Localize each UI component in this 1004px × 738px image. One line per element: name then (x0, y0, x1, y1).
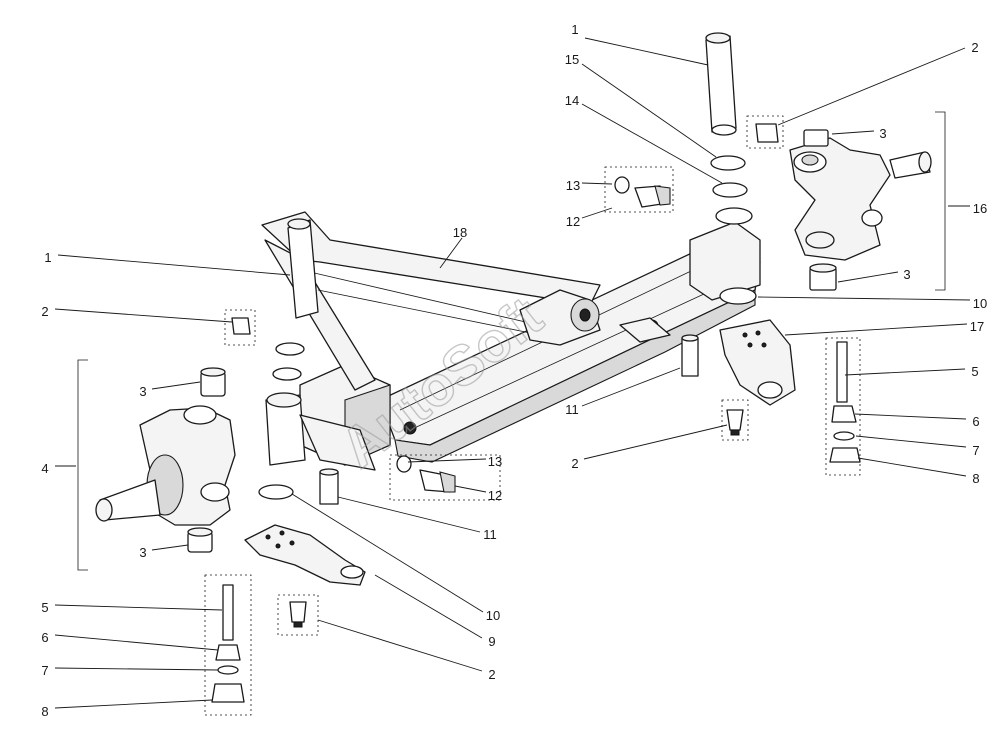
callout-5: 5 (41, 600, 48, 615)
king-pin-right (705, 32, 737, 136)
callout-5: 5 (971, 364, 978, 379)
callout-3: 3 (139, 384, 146, 399)
leader-line-14 (581, 103, 723, 184)
leader-line-17 (784, 323, 968, 336)
leader-line-3 (151, 544, 189, 551)
leader-line-7 (54, 667, 219, 671)
leader-line-18 (439, 237, 463, 269)
steering-arm-right (719, 319, 796, 406)
callout-8: 8 (972, 471, 979, 486)
leader-line-3 (151, 381, 201, 390)
callout-13: 13 (488, 454, 502, 469)
callout-3: 3 (139, 545, 146, 560)
leader-line-5 (54, 604, 223, 611)
leader-line-3 (837, 271, 899, 283)
callout-6: 6 (41, 630, 48, 645)
callout-2: 2 (41, 304, 48, 319)
leader-line-11 (337, 496, 481, 533)
callout-11: 11 (483, 527, 497, 542)
washer-14 (712, 182, 748, 198)
leader-line-10 (291, 493, 484, 613)
callout-3: 3 (903, 267, 910, 282)
callout-18: 18 (453, 225, 467, 240)
callout-11: 11 (565, 402, 579, 417)
leader-line-1 (584, 37, 709, 66)
callout-2: 2 (571, 456, 578, 471)
washer-15 (710, 155, 746, 171)
leader-line-1 (57, 254, 291, 276)
callout-2: 2 (971, 40, 978, 55)
radius-arm-frame (261, 211, 671, 391)
callout-7: 7 (41, 663, 48, 678)
callout-1: 1 (571, 22, 578, 37)
callout-2: 2 (488, 667, 495, 682)
callout-16: 16 (973, 201, 987, 216)
callout-leaders (54, 37, 971, 709)
bracket-16 (935, 111, 946, 291)
bolt-12-right (604, 166, 674, 213)
leader-line-10 (757, 296, 971, 301)
knuckle-left (95, 309, 256, 553)
callout-12: 12 (566, 214, 580, 229)
bracket-4 (77, 359, 88, 571)
callout-3: 3 (879, 126, 886, 141)
callout-6: 6 (972, 414, 979, 429)
leader-line-3 (831, 130, 875, 135)
leader-line-11 (581, 367, 681, 407)
callout-14: 14 (565, 93, 579, 108)
callout-10: 10 (486, 608, 500, 623)
leader-line-6 (854, 413, 967, 420)
callout-15: 15 (565, 52, 579, 67)
washer-10-left (258, 484, 294, 500)
leader-line-8 (857, 457, 967, 477)
king-pin-left (287, 218, 319, 319)
callout-8: 8 (41, 704, 48, 719)
left-housing (265, 392, 376, 471)
callout-4: 4 (41, 461, 48, 476)
callout-13: 13 (566, 178, 580, 193)
knuckle-right (746, 115, 932, 291)
stud-stack-left (204, 574, 252, 716)
callout-9: 9 (488, 634, 495, 649)
leader-line-13 (581, 182, 613, 185)
leader-line-2 (777, 47, 966, 126)
leader-line-8 (54, 699, 213, 709)
callout-10: 10 (973, 296, 987, 311)
stud-stack-right (825, 337, 861, 476)
leader-line-12 (454, 485, 487, 493)
pin-11-right-top (681, 334, 699, 342)
grease-fitting-left (277, 594, 319, 636)
leader-line-2 (317, 619, 483, 672)
washer-left-upper (275, 342, 305, 356)
callout-7: 7 (972, 443, 979, 458)
pin-11-left (319, 471, 339, 505)
leader-line-15 (581, 63, 717, 158)
leader-line-7 (855, 435, 967, 448)
leader-line-6 (54, 634, 219, 651)
leader-line-9 (374, 574, 483, 639)
bolt-12-left (389, 454, 501, 501)
leader-line-13 (407, 458, 487, 463)
steering-arm-left (244, 524, 366, 586)
grease-fitting-right (721, 399, 749, 441)
leader-line-5 (844, 368, 966, 376)
leader-line-2 (583, 424, 728, 460)
pin-11-right (681, 337, 699, 377)
pin-11-left-top (319, 468, 339, 476)
washer-right-3 (715, 207, 753, 225)
callout-17: 17 (970, 319, 984, 334)
leader-line-2 (54, 308, 233, 323)
callout-12: 12 (488, 488, 502, 503)
washer-10-right (719, 287, 757, 305)
callout-1: 1 (44, 250, 51, 265)
washer-left-lower (272, 367, 302, 381)
leader-line-12 (581, 207, 613, 219)
